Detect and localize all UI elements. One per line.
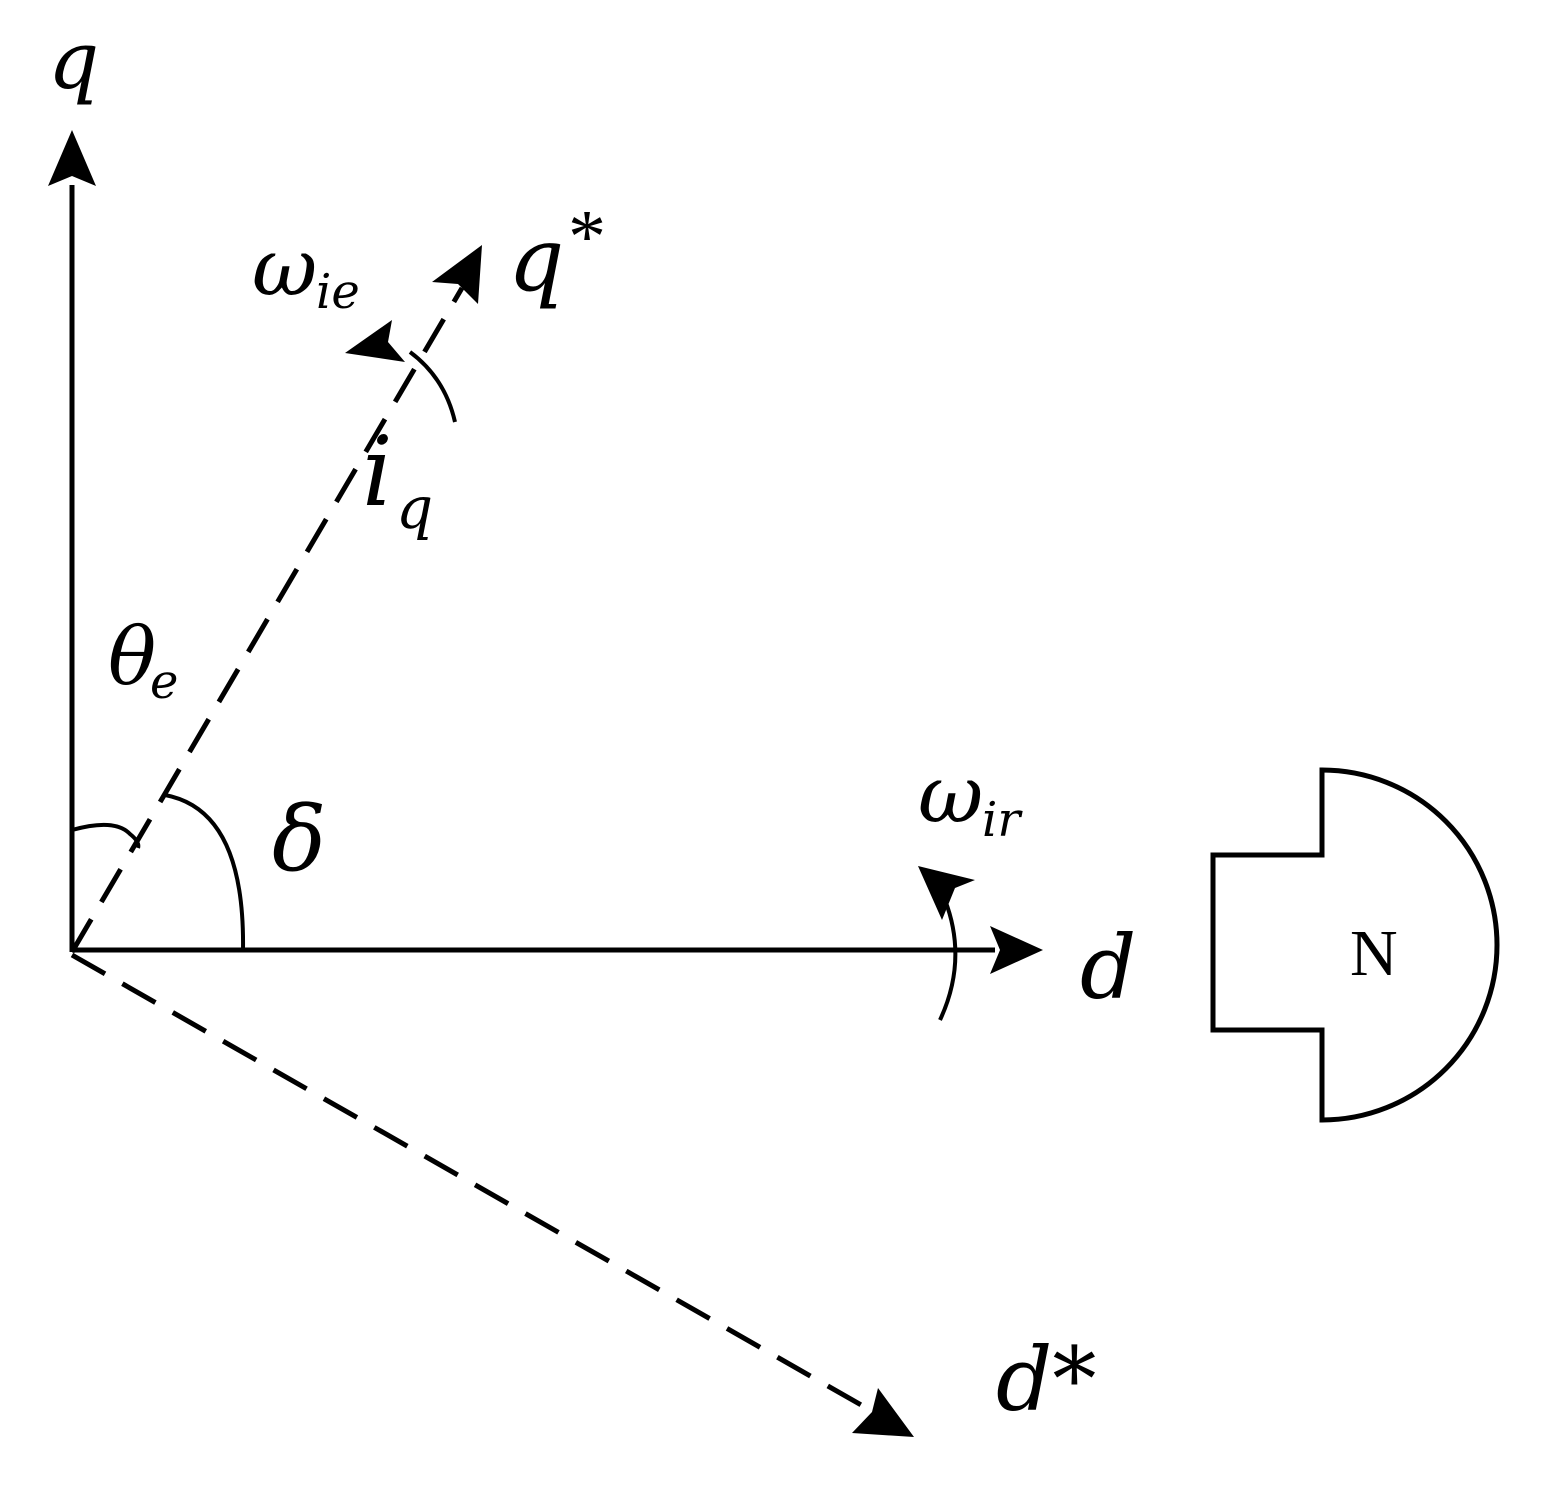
delta-angle-arc [164,793,246,951]
magnet-pole-label: N [1350,917,1398,990]
theta-e-symbol: θ [108,610,156,703]
omega-ir-symbol: ω [918,748,983,841]
d-star-axis-line [70,952,872,1413]
q-star-asterisk: * [568,195,606,279]
d-axis-arrowhead [990,926,1043,974]
q-axis-arrowhead [48,130,96,186]
theta-e-angle-arc [71,822,141,849]
omega-ir-arrowhead [918,866,975,920]
d-star-arrowhead [852,1388,914,1437]
omega-ie-arrowhead [345,320,405,362]
omega-ir-rotation-arc [938,899,958,1021]
q-star-arrowhead [432,245,482,304]
q-star-axis-label: q [508,208,564,311]
i-q-symbol: i [362,416,393,528]
delta-angle-label: δ [272,787,326,892]
d-star-axis-label: d* [996,1328,1096,1431]
i-q-subscript: q [396,474,433,542]
omega-ie-symbol: ω [252,221,317,314]
theta-e-subscript: e [150,654,178,710]
omega-ie-rotation-arc [408,350,457,423]
omega-ir-subscript: ir [982,792,1023,848]
omega-ie-subscript: ie [316,264,360,320]
d-axis-label: d [1080,916,1136,1019]
q-axis-label: q [48,14,99,107]
magnet-pole-shape [1210,767,1500,1123]
